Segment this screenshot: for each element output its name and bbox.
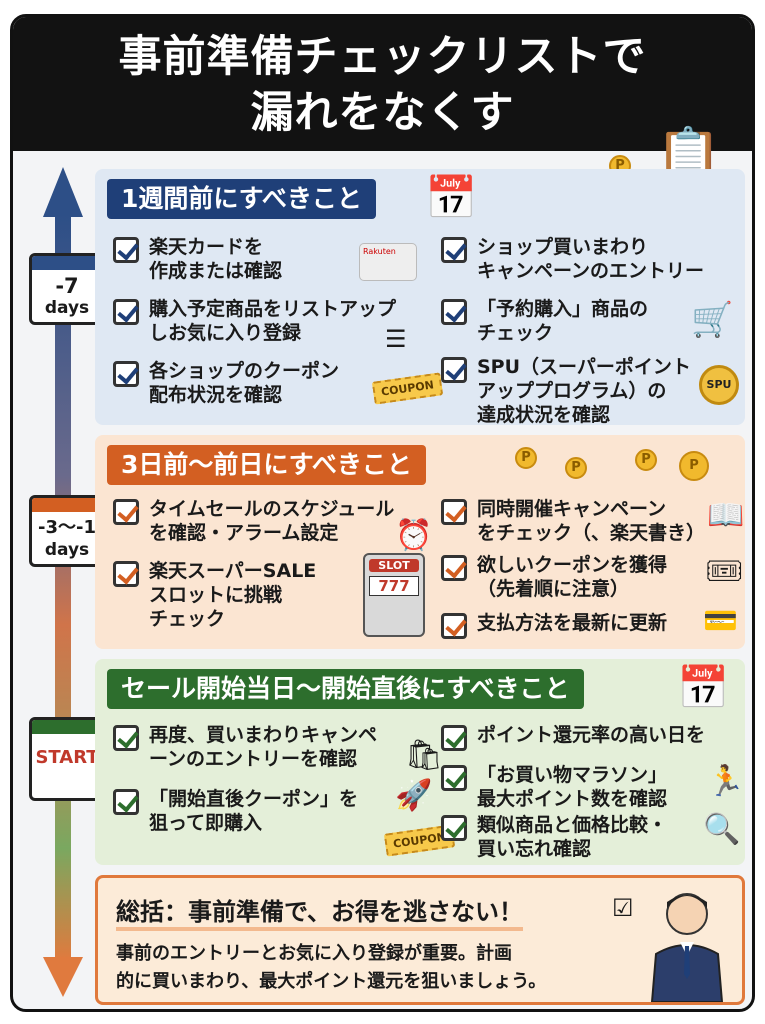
summary-box: 総括：事前準備で、お得を逃さない！ 事前のエントリーとお気に入り登録が重要。計画… (95, 875, 745, 1005)
rocket-icon: 🚀 (395, 778, 433, 813)
businessman-icon (650, 893, 724, 1002)
section-heading: 1週間前にすべきこと (107, 179, 376, 219)
checklist-item: 同時開催キャンペーン をチェック（、楽天書き） (441, 497, 705, 545)
checklist-item: 再度、買いまわりキャンペ ーンのエントリーを確認 (113, 723, 377, 771)
checkbox-icon (113, 561, 139, 587)
checklist-item: 各ショップのクーポン 配布状況を確認 (113, 359, 339, 407)
section-heading: セール開始当日〜開始直後にすべきこと (107, 669, 584, 709)
section-three-days-before: 3日前〜前日にすべきこと P P P P タイムセールのスケジュール を確認・ア… (95, 435, 745, 649)
summary-body: 事前のエントリーとお気に入り登録が重要。計画 的に買いまわり、最大ポイント還元を… (116, 943, 547, 992)
checklist-item: 「開始直後クーポン」を 狙って即購入 (113, 787, 358, 835)
arrow-down-icon (43, 957, 83, 997)
checklist-item: 類似商品と価格比較・ 買い忘れ確認 (441, 813, 667, 861)
checklist-item: 楽天カードを 作成または確認 (113, 235, 282, 283)
checklist-item: 楽天スーパーSALE スロットに挑戦 チェック (113, 559, 316, 631)
checkbox-icon (441, 299, 467, 325)
coin-icon: P (635, 449, 657, 471)
checkbox-icon (441, 555, 467, 581)
hands-coupon-icon: 🎟 (705, 554, 744, 589)
slot-label: SLOT (369, 559, 419, 572)
marker-label: -3〜-1 (38, 517, 96, 538)
checklist-item: 欲しいクーポンを獲得 （先着順に注意） (441, 553, 667, 601)
checklist-item: ショップ買いまわり キャンペーンのエントリー (441, 235, 704, 283)
checkbox-icon (441, 815, 467, 841)
checklist-item: 「お買い物マラソン」 最大ポイント数を確認 (441, 763, 667, 811)
coin-icon: P (679, 451, 709, 481)
shopping-cart-icon: 🛒 (691, 300, 734, 340)
list-icon: ☰ (385, 325, 407, 353)
checkbox-icon (113, 299, 139, 325)
marker-sub: days (44, 540, 90, 560)
coin-icon: P (565, 457, 587, 479)
checkbox-icon (441, 357, 467, 383)
spu-badge-icon: SPU (699, 365, 739, 405)
calendar-marker-start: START (29, 717, 105, 801)
checklist-item: 購入予定商品をリストアップ しお気に入り登録 (113, 297, 396, 345)
checklist-item: 「予約購入」商品の チェック (441, 297, 648, 345)
shopping-bag-icon: 🛍 (405, 738, 444, 773)
section-one-week-before: 1週間前にすべきこと 📅 楽天カードを 作成または確認 Rakuten 購入予定… (95, 169, 745, 427)
marker-label: -7 (55, 274, 79, 298)
title-line-2: 漏れをなくす (250, 88, 515, 138)
checkbox-icon (113, 237, 139, 263)
checkbox-icon (441, 237, 467, 263)
credit-card-icon: Rakuten (359, 243, 417, 281)
checkbox-icon (113, 499, 139, 525)
checkbox-icon (113, 725, 139, 751)
checkbox-icon (441, 725, 467, 751)
summary-title: 総括：事前準備で、お得を逃さない！ (116, 892, 524, 931)
book-icon: 📖 (707, 498, 745, 533)
alarm-clock-icon: ⏰ (395, 518, 433, 553)
running-person-icon: 🏃 (707, 764, 745, 799)
section-sale-start-day: セール開始当日〜開始直後にすべきこと 📅 再度、買いまわりキャンペ ーンのエント… (95, 659, 745, 865)
page-title: 事前準備チェックリストで 漏れをなくす (13, 17, 752, 151)
calendar-clock-icon: 📅 (677, 663, 730, 712)
magnifier-icon: 🔍 (703, 812, 741, 847)
checkbox-icon (113, 789, 139, 815)
arrow-up-icon (43, 167, 83, 217)
marker-sub: days (44, 298, 90, 318)
credit-card-gear-icon: 💳 (703, 604, 738, 637)
checklist-item: 支払方法を最新に更新 (441, 611, 667, 639)
checkbox-icon (441, 499, 467, 525)
checkbox-icon (113, 361, 139, 387)
checkbox-icon (441, 613, 467, 639)
timeline-shaft (55, 215, 71, 960)
slot-digits: 777 (369, 576, 419, 596)
slot-machine-icon: SLOT 777 (363, 553, 425, 637)
marker-label: START (35, 747, 99, 768)
checkbox-icon (441, 765, 467, 791)
section-heading: 3日前〜前日にすべきこと (107, 445, 426, 485)
checkbox-card-icon: ☑ (612, 894, 634, 922)
coin-icon: P (515, 447, 537, 469)
checklist-item: タイムセールのスケジュール を確認・アラーム設定 (113, 497, 394, 545)
checklist-item: SPU（スーパーポイント アッププログラム）の 達成状況を確認 (441, 355, 691, 427)
calendar-clock-icon: 📅 (425, 173, 478, 222)
checklist-item: ポイント還元率の高い日を (441, 723, 705, 751)
coupon-icon: COUPON (371, 372, 444, 405)
title-line-1: 事前準備チェックリストで (118, 32, 647, 82)
